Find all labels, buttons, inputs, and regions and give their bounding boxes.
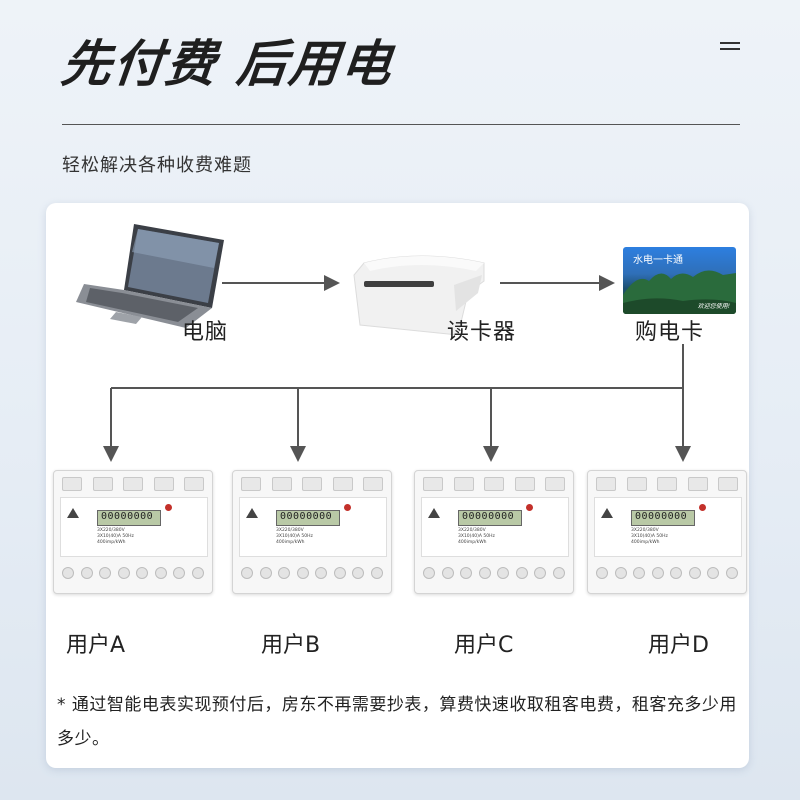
user-label-b: 用户B xyxy=(261,633,321,658)
status-led xyxy=(165,504,172,511)
page-subtitle: 轻松解决各种收费难题 xyxy=(62,155,252,176)
status-led xyxy=(699,504,706,511)
menu-icon[interactable] xyxy=(720,42,740,50)
card-text: 水电一卡通 xyxy=(633,255,683,266)
status-led xyxy=(344,504,351,511)
card-small-text: 欢迎您使用! xyxy=(697,303,730,310)
computer-label: 电脑 xyxy=(182,320,229,345)
status-led xyxy=(526,504,533,511)
user-label-a: 用户A xyxy=(66,633,126,658)
meter-display: 00000000 xyxy=(276,510,340,526)
brand-logo-icon xyxy=(67,508,79,518)
user-label-d: 用户D xyxy=(648,633,709,658)
meter-display: 00000000 xyxy=(458,510,522,526)
title-divider xyxy=(62,124,740,125)
user-label-c: 用户C xyxy=(454,633,514,658)
brand-logo-icon xyxy=(601,508,613,518)
reader-label: 读卡器 xyxy=(447,320,517,345)
meter-display: 00000000 xyxy=(631,510,695,526)
meter-display: 00000000 xyxy=(97,510,161,526)
laptop-icon xyxy=(76,224,224,328)
footnote: * 通过智能电表实现预付后，房东不再需要抄表，算费快速收取租客电费，租客充多少用… xyxy=(57,695,737,749)
card-label: 购电卡 xyxy=(635,320,705,345)
prepaid-card-icon: 水电一卡通 欢迎您使用! xyxy=(623,247,736,314)
brand-logo-icon xyxy=(246,508,258,518)
brand-logo-icon xyxy=(428,508,440,518)
card-reader-icon xyxy=(353,255,485,335)
page-title: 先付费 后用电 xyxy=(58,35,397,93)
